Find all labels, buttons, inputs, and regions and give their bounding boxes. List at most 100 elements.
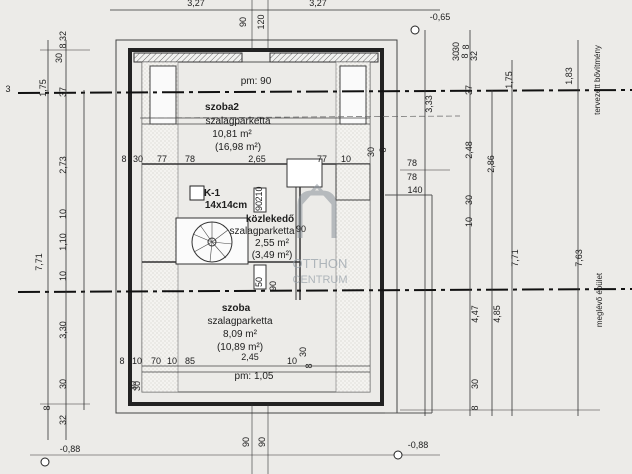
dimension-label: 2,48 — [464, 141, 474, 159]
dimension-label: 2,73 — [58, 156, 68, 174]
axis-label: 3 — [5, 84, 10, 94]
room-area: 8,09 m² — [223, 329, 258, 340]
dimension-label: 30 — [366, 147, 376, 157]
dimension-label: 77 — [317, 154, 327, 164]
skylight — [286, 158, 323, 188]
dimension-label: 10 — [58, 271, 68, 281]
watermark-text: CENTRUM — [293, 274, 348, 286]
dormer-box — [335, 163, 371, 201]
dimension-label: 8 — [378, 147, 388, 152]
dimension-label: 37 — [464, 85, 474, 95]
room-area-gross: (16,98 m²) — [215, 142, 261, 153]
dimension-label: 30 — [58, 379, 68, 389]
watermark-logo — [297, 183, 337, 238]
dimension-label: 4,85 — [492, 305, 502, 323]
dimension-label: 3,27 — [187, 0, 205, 8]
dimension-label: 2,65 — [248, 154, 266, 164]
dimension-label: 7,71 — [34, 253, 44, 271]
room-floor: szalagparketta — [207, 316, 272, 327]
dimension-label: 1,75 — [38, 79, 48, 97]
dimension-label: 78 — [407, 172, 417, 182]
dimension-label: 30 — [54, 53, 64, 63]
dimension-label: 8 — [461, 44, 471, 49]
dimension-label: 8 — [58, 43, 68, 48]
room-area-gross: (10,89 m²) — [217, 342, 263, 353]
dimension-label: -0,65 — [430, 12, 451, 22]
level-marker — [393, 450, 403, 460]
stair-step — [211, 229, 229, 243]
room-name: közlekedő — [246, 214, 294, 225]
dimension-label: 30 — [451, 51, 461, 61]
dimension-label: 85 — [185, 356, 195, 366]
dimension-label: 140 — [407, 185, 422, 195]
dimension-label: 32 — [58, 415, 68, 425]
dimension-label: 8 — [460, 53, 470, 58]
dimension-label: 30 — [128, 381, 138, 391]
room-area: 10,81 m² — [212, 129, 252, 140]
room-name: szoba2 — [205, 102, 239, 113]
axis-line — [139, 115, 461, 119]
dimension-label: 7,63 — [574, 249, 584, 267]
extension-label: tervezett bővítmény — [593, 45, 602, 115]
dimension-label: 4,47 — [470, 305, 480, 323]
dimension-label: 8 — [121, 154, 126, 164]
dimension-label: 30 — [133, 154, 143, 164]
dimension-label: 50 — [254, 277, 264, 287]
dimension-label: 8 — [119, 356, 124, 366]
dimension-label: 1,10 — [58, 233, 68, 251]
dimension-label: 10 — [167, 356, 177, 366]
axis-line — [17, 288, 632, 293]
k1-column — [189, 185, 205, 201]
dimension-label: 37 — [58, 87, 68, 97]
dimension-label: 10 — [287, 356, 297, 366]
chimney-right — [339, 65, 367, 125]
dimension-label: 90 — [268, 281, 278, 291]
dimension-label: 32 — [469, 51, 479, 61]
dimension-label: 3,30 — [58, 321, 68, 339]
pm-label: pm: 1,05 — [235, 371, 274, 382]
dimension-label: 30 — [464, 195, 474, 205]
room-area: 2,55 m² — [255, 238, 290, 249]
level-marker — [40, 457, 50, 467]
room-name: szoba — [222, 303, 251, 314]
stair-step — [211, 241, 233, 245]
door-szoba2 — [253, 187, 267, 213]
pm-label: pm: 90 — [241, 76, 272, 87]
room-floor: szalagparketta — [205, 116, 270, 127]
dimension-label: 8 — [304, 363, 314, 368]
stair-step — [211, 241, 227, 259]
dimension-label: 120 — [256, 14, 266, 29]
room-area-gross: (3,49 m²) — [252, 250, 293, 261]
existing-building-label: meglévő épület — [595, 272, 604, 327]
dimension-label: 90 — [238, 17, 248, 27]
dimension-label: 210 — [254, 186, 264, 201]
top-wall-left — [133, 52, 243, 63]
stair-step — [193, 241, 213, 253]
dimension-label: 1,75 — [504, 71, 514, 89]
top-wall-right — [269, 52, 379, 63]
dimension-label: 90 — [241, 437, 251, 447]
watermark-text: OTTHON — [293, 256, 348, 271]
outer-boundary — [115, 39, 398, 414]
dimension-label: 3,27 — [309, 0, 327, 8]
dimension-label: 10 — [58, 209, 68, 219]
dimension-label: 7,71 — [510, 249, 520, 267]
stair-step — [199, 224, 213, 243]
column-size: 14x14cm — [205, 200, 247, 211]
dimension-label: 30 — [451, 42, 461, 52]
dimension-label: -0,88 — [408, 440, 429, 450]
dimension-label: 90 — [257, 437, 267, 447]
dimension-label: 10 — [464, 217, 474, 227]
dimension-label: 1,83 — [564, 67, 574, 85]
dimension-label: 30 — [470, 379, 480, 389]
dimension-label: 30 — [298, 347, 308, 357]
dimension-label: 8 — [42, 405, 52, 410]
dimension-label: 30 — [132, 381, 142, 391]
level-marker — [410, 25, 420, 35]
dimension-label: 90 — [296, 224, 306, 234]
dimension-label: 78 — [185, 154, 195, 164]
dimension-label: 77 — [157, 154, 167, 164]
column-label: K-1 — [204, 188, 221, 199]
room-floor: szalagparketta — [229, 226, 294, 237]
